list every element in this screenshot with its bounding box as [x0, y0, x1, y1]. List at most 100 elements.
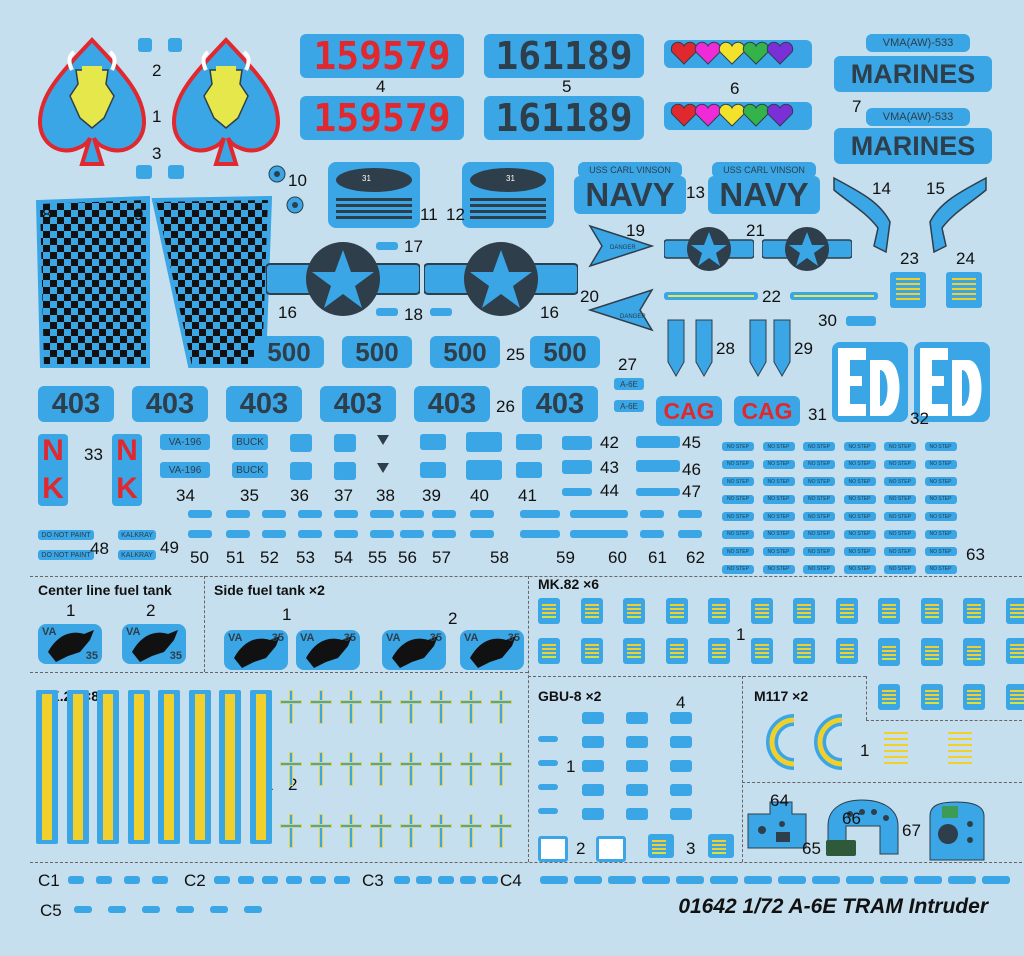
gbu8-stencil — [582, 736, 604, 748]
divider — [742, 782, 1022, 783]
kalkray-text: KALKRAY — [121, 531, 153, 539]
mk82-stencil — [750, 638, 773, 664]
serial-blue-plate: 161189 — [484, 34, 644, 78]
no-step-stencil: NO STEP — [722, 564, 754, 574]
mk82-stencil — [580, 638, 603, 664]
no-step-stencil: NO STEP — [803, 564, 835, 574]
mk82-stencil — [793, 638, 815, 664]
callout-15: 15 — [926, 179, 945, 198]
small-stencil — [188, 510, 212, 518]
cag-plate: CAG — [734, 396, 800, 426]
national-insignia-small-1 — [664, 227, 754, 271]
marines-squadron-text: VMA(AW)-533 — [882, 37, 954, 49]
navy-plate: NAVY — [708, 176, 820, 214]
section-title-center-tank: Center line fuel tank — [38, 582, 172, 598]
no-step-stencil: NO STEP — [803, 477, 835, 486]
mk82-stencil — [1005, 638, 1024, 664]
c-stencil — [574, 876, 602, 884]
buck-text: BUCK — [236, 464, 264, 476]
small-stencil — [262, 510, 286, 518]
divider — [528, 676, 866, 677]
gbu8-stencil — [670, 808, 692, 820]
callout-8: 8 — [42, 205, 52, 224]
marines-squadron-plate: VMA(AW)-533 — [866, 34, 970, 52]
callout-3: 3 — [152, 144, 162, 163]
mk20-cross — [430, 752, 452, 786]
small-stencil — [636, 488, 680, 496]
hearts-band-1 — [664, 40, 812, 68]
callout-12: 12 — [446, 205, 465, 224]
callout-57: 57 — [432, 548, 451, 567]
gbu8-stencil — [708, 834, 734, 858]
no-step-stencil: NO STEP — [924, 564, 957, 574]
divider — [528, 576, 529, 862]
small-stencil — [470, 530, 494, 538]
serial-red-plate: 159579 — [300, 96, 464, 140]
mk82-stencil — [878, 640, 900, 666]
mk20-cross — [310, 690, 332, 724]
navy-text: NAVY — [585, 176, 675, 213]
callout-4: 4 — [376, 77, 386, 96]
callout-55: 55 — [368, 548, 387, 567]
mk20-stripe — [127, 690, 150, 844]
c-stencil — [262, 876, 278, 884]
divider — [866, 720, 1022, 721]
small-decal — [168, 165, 184, 179]
gbu8-white-block — [596, 836, 626, 862]
no-step-stencil: NO STEP — [803, 459, 835, 469]
callout-47: 47 — [682, 482, 701, 501]
c-stencil — [416, 876, 432, 884]
mk20-cross — [340, 690, 362, 724]
gbu8-stencil — [626, 712, 648, 724]
callout-13: 13 — [686, 183, 705, 202]
divider — [742, 676, 743, 862]
small-decal — [138, 38, 152, 52]
marines-plate: MARINES — [834, 128, 992, 164]
small-stencil — [466, 460, 502, 480]
mk20-cross — [370, 690, 392, 724]
danger-arrow — [695, 319, 713, 378]
mk82-stencil — [665, 598, 688, 624]
serial-blue-text: 161189 — [495, 34, 633, 78]
c-stencil — [310, 876, 326, 884]
c-stencil — [152, 876, 168, 884]
nk-letter-n: N — [116, 434, 138, 467]
no-step-stencil: NO STEP — [884, 547, 916, 556]
gbu8-stencil — [582, 712, 604, 724]
small-stencil — [640, 530, 664, 538]
no-step-stencil: NO STEP — [843, 494, 876, 504]
number-403-plate: 403 — [522, 386, 598, 422]
mk20-stripe — [36, 690, 58, 844]
do-not-paint-plate: DO NOT PAINT — [38, 530, 94, 540]
va35-text: 35 — [343, 632, 356, 644]
no-step-stencil: NO STEP — [762, 494, 795, 504]
danger-arrow — [749, 319, 767, 378]
marines-text: MARINES — [850, 58, 976, 89]
section-title-gbu8: GBU-8 ×2 — [538, 688, 602, 704]
buck-plate: BUCK — [232, 462, 268, 478]
bomb-panel-12 — [462, 162, 554, 228]
callout-c5: C5 — [40, 901, 62, 920]
callout-25: 25 — [506, 345, 525, 364]
callout-43: 43 — [600, 458, 619, 477]
mk20-cross — [430, 690, 452, 724]
callout-c2: C2 — [184, 871, 206, 890]
divider — [30, 862, 1022, 863]
small-stencil — [516, 434, 542, 450]
c-stencil — [124, 876, 140, 884]
serial-red-text: 159579 — [313, 96, 451, 140]
callout-20: 20 — [580, 287, 599, 306]
buck-plate: BUCK — [232, 434, 268, 450]
mk20-cross — [340, 752, 362, 786]
c-stencil — [142, 906, 160, 913]
callout-29: 29 — [794, 339, 813, 358]
a6e-text: A-6E — [620, 401, 638, 411]
no-step-stencil: NO STEP — [762, 564, 795, 574]
national-insignia-small-2 — [762, 227, 852, 271]
no-step-stencil: NO STEP — [722, 529, 754, 539]
marines-text: MARINES — [850, 130, 976, 161]
va35-text: 35 — [507, 632, 520, 644]
small-stencil — [298, 510, 322, 518]
cag-text: CAG — [663, 397, 715, 424]
small-stencil — [290, 462, 312, 480]
